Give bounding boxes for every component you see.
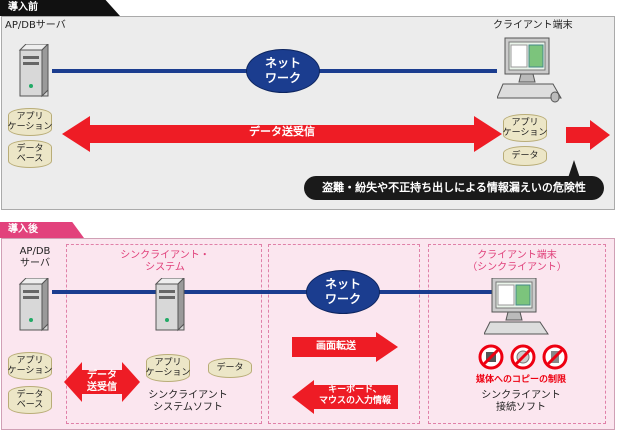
after-db-disk-label: データ ベース [16,390,44,410]
before-client-app-disk: アプリ ケーション [503,114,547,142]
before-tag-label: 導入前 [8,2,38,13]
input-info-label: キーボード、 マウスの入力情報 [318,385,391,406]
thin-data-disk: データ [208,358,252,378]
after-app-disk-label: アプリ ケーション [7,356,53,376]
before-network-label: ネット ワーク [264,56,301,85]
leak-warning: 盗難・紛失や不正持ち出しによる情報漏えいの危険性 [304,176,604,200]
thin-system-box [66,244,262,424]
before-client-data-disk-label: データ [511,151,539,161]
leak-pointer [568,160,580,178]
screen-transfer-arrow [292,332,398,362]
thin-client-pc-icon [484,278,549,335]
screen-transfer-label: 画面転送 [316,341,356,352]
before-app-disk-label: アプリ ケーション [7,112,53,132]
before-transfer-arrow [62,116,502,152]
after-server-icon [18,278,49,332]
thin-app-disk-label: アプリ ケーション [145,358,191,378]
thin-data-disk-label: データ [216,363,244,373]
media-restriction-label: 媒体へのコピーの制限 [475,375,566,385]
thin-system-soft: シンクライアント システムソフト [148,390,228,413]
after-transfer-label: データ 送受信 [87,370,117,393]
before-network-node: ネット ワーク [246,49,320,93]
before-db-disk-label: データ ベース [16,144,44,164]
after-tag: 導入後 [0,222,84,238]
network-box [268,244,420,424]
client-box [428,244,606,424]
thin-app-disk: アプリ ケーション [146,354,190,382]
server-icon [18,44,49,98]
before-tag: 導入前 [0,0,120,16]
before-server-label: AP/DBサーバ [5,20,66,31]
before-transfer-label: データ送受信 [249,125,315,138]
thin-server-icon [154,278,185,332]
after-transfer-arrow [64,362,140,402]
client-title: クライアント端末 （シンクライアント） [467,250,567,273]
after-network-line [52,290,507,294]
before-client-data-disk: データ [503,146,547,166]
media-prohibited-icons [478,344,568,370]
client-pc-icon [497,37,562,103]
input-info-arrow [292,380,398,414]
before-client-app-disk-label: アプリ ケーション [502,118,548,138]
after-app-disk: アプリ ケーション [8,352,52,380]
leak-arrow [566,120,610,150]
connect-soft-label: シンクライアント 接続ソフト [481,390,561,413]
after-network-node: ネット ワーク [306,270,380,314]
before-app-disk: アプリ ケーション [8,108,52,136]
before-client-label: クライアント端末 [493,20,573,31]
after-db-disk: データ ベース [8,386,52,414]
after-network-label: ネット ワーク [324,277,361,306]
thin-system-title: シンクライアント・ システム [120,250,210,273]
after-tag-label: 導入後 [8,224,38,235]
after-server-label: AP/DB サーバ [19,246,51,269]
before-db-disk: データ ベース [8,140,52,168]
